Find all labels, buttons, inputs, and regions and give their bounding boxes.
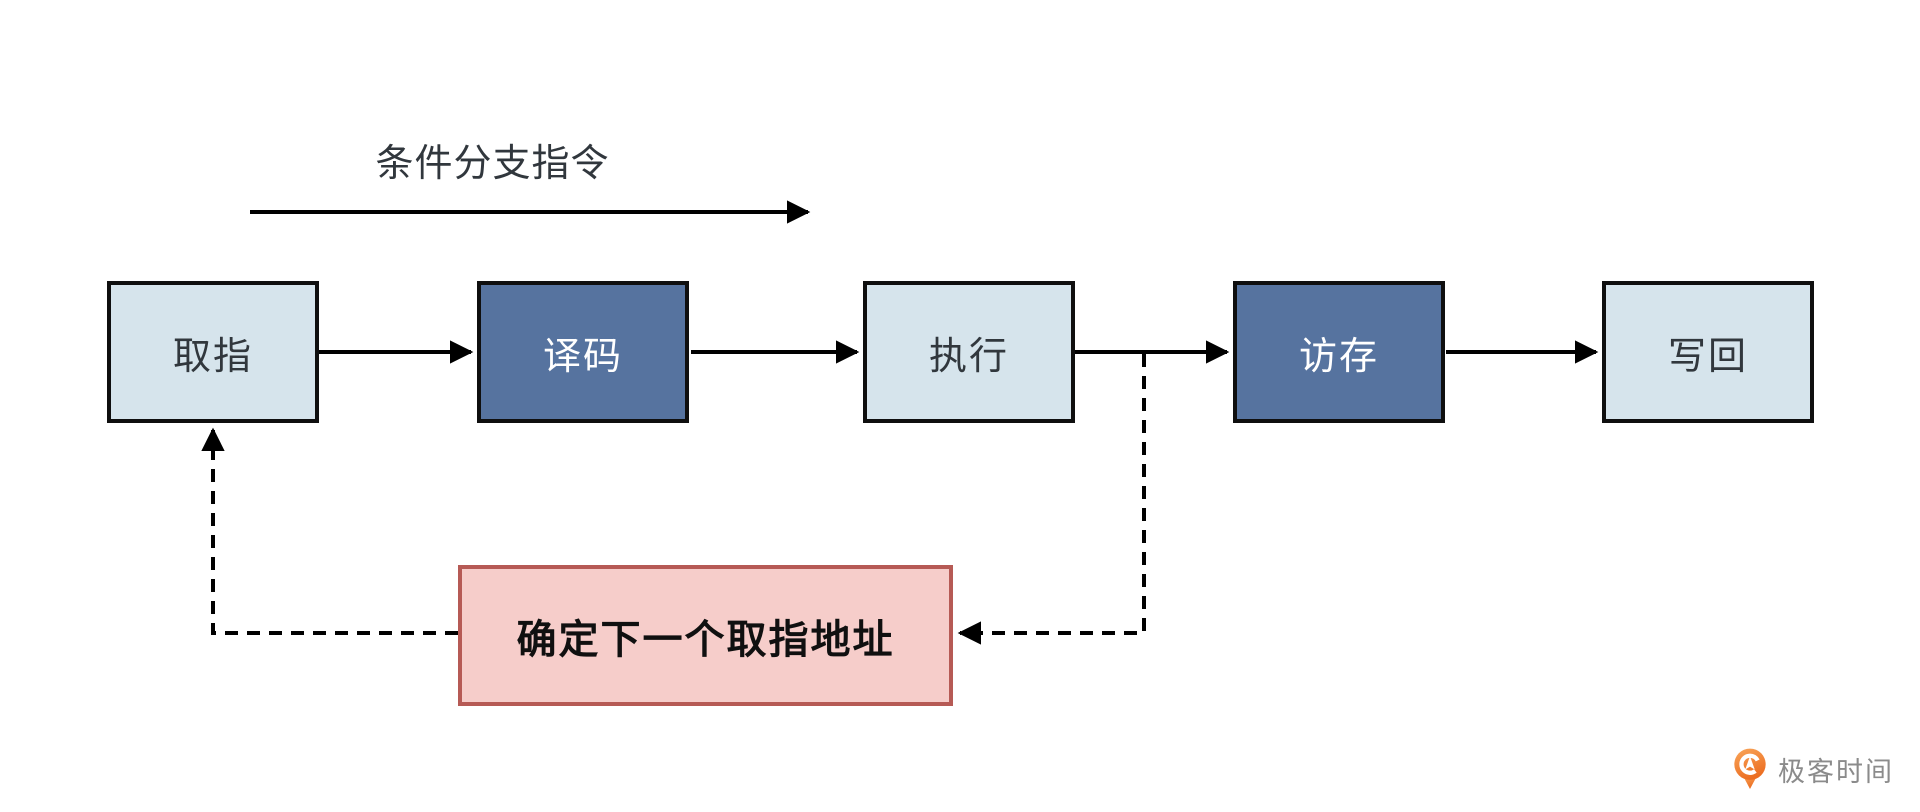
geektime-pin-icon <box>1734 748 1766 789</box>
stage-label-writeback: 写回 <box>1667 335 1748 378</box>
stage-box-writeback: 写回 <box>1602 281 1814 423</box>
feedback-box: 确定下一个取指地址 <box>458 565 953 706</box>
stage-label-memory: 访存 <box>1298 335 1379 378</box>
stage-label-execute: 执行 <box>928 335 1009 378</box>
stage-box-execute: 执行 <box>863 281 1075 423</box>
geektime-logo-text: 极客时间 <box>1778 756 1894 787</box>
stage-box-fetch: 取指 <box>107 281 319 423</box>
feedback-box-label: 确定下一个取指地址 <box>516 617 895 662</box>
stage-label-decode: 译码 <box>542 335 623 378</box>
branch-instruction-label: 条件分支指令 <box>375 143 610 185</box>
stage-box-decode: 译码 <box>477 281 689 423</box>
stage-box-memory: 访存 <box>1233 281 1445 423</box>
stage-label-fetch: 取指 <box>172 335 253 378</box>
geektime-logo: 极客时间 <box>1731 747 1894 791</box>
dashed-feedback-to-fetch <box>201 427 458 635</box>
